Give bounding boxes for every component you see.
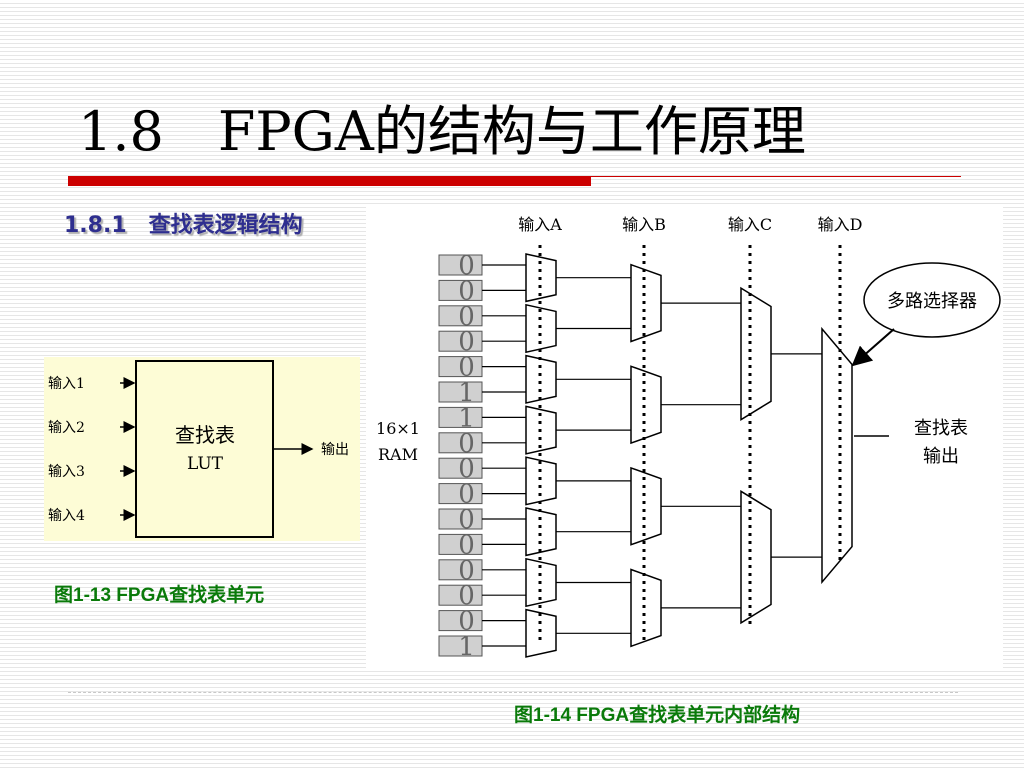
mux-level-2: [630, 568, 662, 648]
ram-bit-value: 0: [458, 251, 475, 281]
lut-internal-diagram: 输入A 输入B 输入C 输入D 16×1 RAM 查找表 输出 00000110…: [376, 215, 1001, 662]
ram-bit-value: 0: [458, 530, 475, 560]
mux-callout-arrow: [851, 328, 895, 367]
ram-bit-value: 0: [458, 353, 475, 383]
lut-input-3-label: 输入3: [48, 464, 85, 480]
mux-level-3: [740, 286, 772, 422]
ram-label-name: RAM: [378, 445, 418, 464]
mux-level-1: [525, 303, 557, 354]
lut-output-subtitle: 输出: [923, 446, 959, 467]
lut-block-subtitle: LUT: [187, 454, 224, 474]
lut-input-1-label: 输入1: [48, 376, 85, 392]
mux-level-3: [740, 489, 772, 625]
lut-block-diagram: 输入1 输入2 输入3 输入4 查找表 LUT 输出: [48, 360, 349, 538]
select-input-b-label: 输入B: [622, 215, 666, 234]
lut-block-title: 查找表: [175, 423, 235, 447]
mux-level-2: [630, 263, 662, 343]
lut-input-4-label: 输入4: [48, 508, 85, 524]
section-heading: 1.8.1 查找表逻辑结构: [64, 213, 303, 238]
slide-title: 1.8 FPGA的结构与工作原理: [78, 100, 806, 163]
mux-level-2: [630, 466, 662, 546]
mux-level-1: [525, 507, 557, 557]
mux-level-4: [821, 326, 853, 585]
title-underline-thin: [591, 176, 961, 177]
ram-bit-value: 0: [458, 454, 475, 484]
lut-output-title: 查找表: [914, 418, 968, 439]
footer-divider: [68, 692, 958, 693]
mux-callout-bubble: [863, 262, 1001, 338]
figure-caption-1-14: 图1-14 FPGA查找表单元内部结构: [514, 705, 801, 726]
ram-bit-value: 0: [458, 607, 475, 637]
ram-bit-value: 1: [458, 378, 475, 408]
lut-input-2-label: 输入2: [48, 420, 85, 436]
mux-callout-label: 多路选择器: [887, 291, 977, 312]
ram-label-size: 16×1: [376, 419, 420, 438]
ram-bit-value: 0: [458, 302, 475, 332]
select-input-c-label: 输入C: [728, 215, 772, 234]
lut-box: [135, 360, 274, 538]
ram-bit-value: 0: [458, 480, 475, 510]
mux-level-2: [630, 365, 662, 445]
lut-block-figure: 输入1 输入2 输入3 输入4 查找表 LUT 输出: [44, 357, 360, 541]
ram-bit-value: 0: [458, 505, 475, 535]
ram-bit-value: 0: [458, 556, 475, 586]
ram-bit-value: 0: [458, 429, 475, 459]
lut-output-label: 输出: [321, 442, 349, 458]
mux-level-1: [525, 456, 557, 506]
ram-bit-value: 0: [458, 276, 475, 306]
select-input-a-label: 输入A: [518, 215, 562, 234]
ram-bit-value: 1: [458, 632, 475, 662]
ram-bit-value: 0: [458, 581, 475, 611]
mux-level-1: [525, 354, 557, 404]
ram-bit-value: 1: [458, 403, 475, 433]
mux-level-1: [525, 608, 557, 658]
figure-caption-1-13: 图1-13 FPGA查找表单元: [54, 585, 265, 606]
select-input-d-label: 输入D: [818, 215, 863, 234]
title-underline: [68, 176, 591, 186]
ram-bit-value: 0: [458, 327, 475, 357]
